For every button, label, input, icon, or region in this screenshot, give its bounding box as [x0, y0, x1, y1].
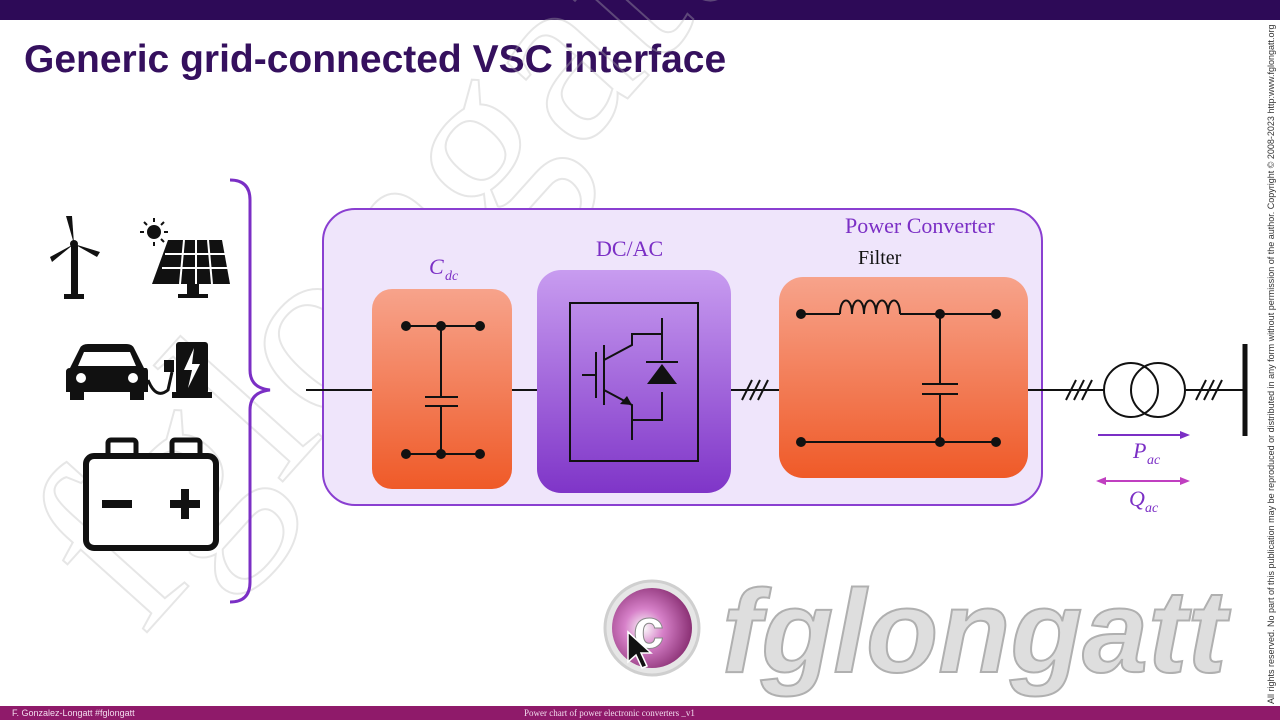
capacitor-label-main: C [429, 254, 444, 279]
power-converter-label: Power Converter [845, 213, 995, 238]
reactive-power-label: Q ac [1129, 486, 1159, 516]
lc-filter-symbol [801, 299, 996, 443]
diode-symbol [647, 364, 677, 384]
footer-author: F. Gonzalez-Longatt #fglongatt [12, 708, 135, 718]
inverter-label: DC/AC [596, 236, 663, 261]
solar-panel-icon [140, 218, 230, 298]
fglongatt-logo: c fglongatt [603, 565, 1232, 699]
capacitor-label: C dc [429, 254, 459, 284]
three-phase-marks [741, 379, 1223, 401]
copyright-note: All rights reserved. No part of this pub… [1266, 25, 1278, 705]
reactive-power-label-sub: ac [1145, 501, 1159, 516]
mouse-cursor-icon [627, 630, 653, 669]
reactive-power-label-main: Q [1129, 486, 1145, 511]
battery-icon [83, 437, 219, 551]
active-power-label: P ac [1132, 438, 1161, 468]
filter-label: Filter [858, 247, 902, 269]
sources-brace [229, 178, 271, 604]
active-power-label-main: P [1132, 438, 1146, 463]
filter-block [779, 277, 1028, 478]
igbt-arrow [620, 396, 632, 405]
igbt-symbol [582, 318, 678, 440]
active-power-arrow [1098, 431, 1190, 439]
capacitor-label-sub: dc [445, 269, 459, 284]
inverter-block [537, 270, 731, 493]
footer-title: Power chart of power electronic converte… [524, 708, 695, 718]
copyright-text: All rights reserved. No part of this pub… [1266, 24, 1276, 705]
header-bar [0, 0, 1280, 20]
filter-nodes [796, 309, 1001, 447]
transformer-symbol [1103, 362, 1186, 418]
slide-title: Generic grid-connected VSC interface [24, 38, 727, 81]
electric-vehicle-charging-icon [66, 342, 212, 400]
logo-text: fglongatt [722, 566, 1231, 698]
dc-capacitor-nodes [401, 321, 485, 459]
active-power-label-sub: ac [1147, 453, 1161, 468]
reactive-power-arrow [1096, 477, 1190, 485]
footer-bar: F. Gonzalez-Longatt #fglongatt Power cha… [0, 706, 1280, 720]
inverter-frame [569, 302, 699, 462]
wind-turbine-icon [50, 216, 100, 299]
